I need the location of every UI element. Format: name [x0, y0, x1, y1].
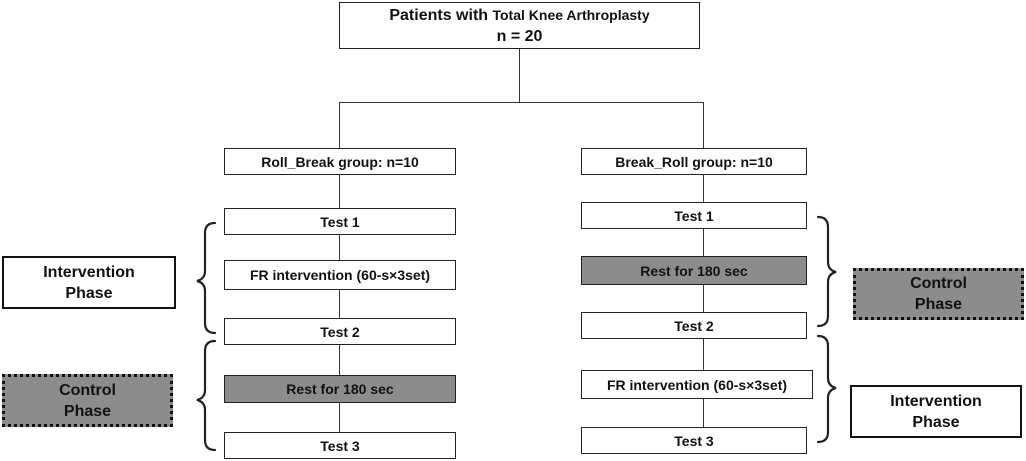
left-intervention-phase-label: Intervention Phase — [2, 256, 176, 309]
connector-left-5 — [339, 403, 340, 432]
right-test2-box: Test 2 — [581, 312, 807, 339]
left-control-phase-label: Control Phase — [2, 374, 173, 427]
connector-right-1 — [703, 175, 704, 202]
right-test1-box: Test 1 — [581, 202, 807, 229]
left-intervention-box: FR intervention (60-s×3set) — [224, 260, 456, 290]
right-control-phase-line1: Control — [910, 275, 967, 292]
left-brace-intervention — [196, 221, 217, 335]
connector-right-3 — [703, 285, 704, 312]
right-test3-box: Test 3 — [581, 427, 807, 454]
right-rest-box: Rest for 180 sec — [581, 256, 807, 285]
right-brace-intervention — [816, 334, 837, 444]
right-brace-control — [816, 215, 837, 328]
connector-top-vertical — [519, 49, 520, 103]
right-intervention-phase-label: Intervention Phase — [850, 385, 1022, 438]
connector-left-drop — [339, 102, 340, 148]
population-box: Patients with Total Knee Arthroplasty n … — [339, 2, 700, 49]
connector-right-drop — [703, 102, 704, 148]
right-group-box: Break_Roll group: n=10 — [581, 148, 807, 175]
left-brace-control — [196, 339, 217, 452]
left-group-box: Roll_Break group: n=10 — [224, 148, 456, 175]
right-intervention-phase-line1: Intervention — [890, 392, 982, 410]
right-intervention-box: FR intervention (60-s×3set) — [581, 370, 813, 399]
population-title-main: Patients with — [389, 6, 493, 24]
connector-horizontal — [339, 102, 703, 103]
connector-left-1 — [339, 175, 340, 208]
left-test1-box: Test 1 — [224, 208, 456, 235]
connector-right-4 — [703, 339, 704, 370]
population-title: Patients with Total Knee Arthroplasty — [389, 5, 649, 26]
population-title-sub: Total Knee Arthroplasty — [492, 6, 650, 23]
left-control-phase-line1: Control — [59, 381, 116, 399]
left-test2-box: Test 2 — [224, 318, 456, 345]
population-count: n = 20 — [496, 27, 543, 45]
right-intervention-phase-line2: Phase — [912, 413, 960, 431]
connector-left-2 — [339, 235, 340, 260]
right-control-phase-line2: Phase — [914, 296, 963, 313]
connector-left-4 — [339, 345, 340, 375]
left-intervention-phase-line1: Intervention — [43, 263, 135, 281]
left-control-phase-line2: Phase — [63, 402, 112, 420]
left-test3-box: Test 3 — [224, 432, 456, 459]
connector-right-2 — [703, 229, 704, 256]
connector-left-3 — [339, 290, 340, 318]
left-intervention-phase-line2: Phase — [65, 284, 113, 302]
left-rest-box: Rest for 180 sec — [224, 375, 456, 403]
connector-right-5 — [703, 399, 704, 427]
right-control-phase-label: Control Phase — [853, 268, 1024, 320]
